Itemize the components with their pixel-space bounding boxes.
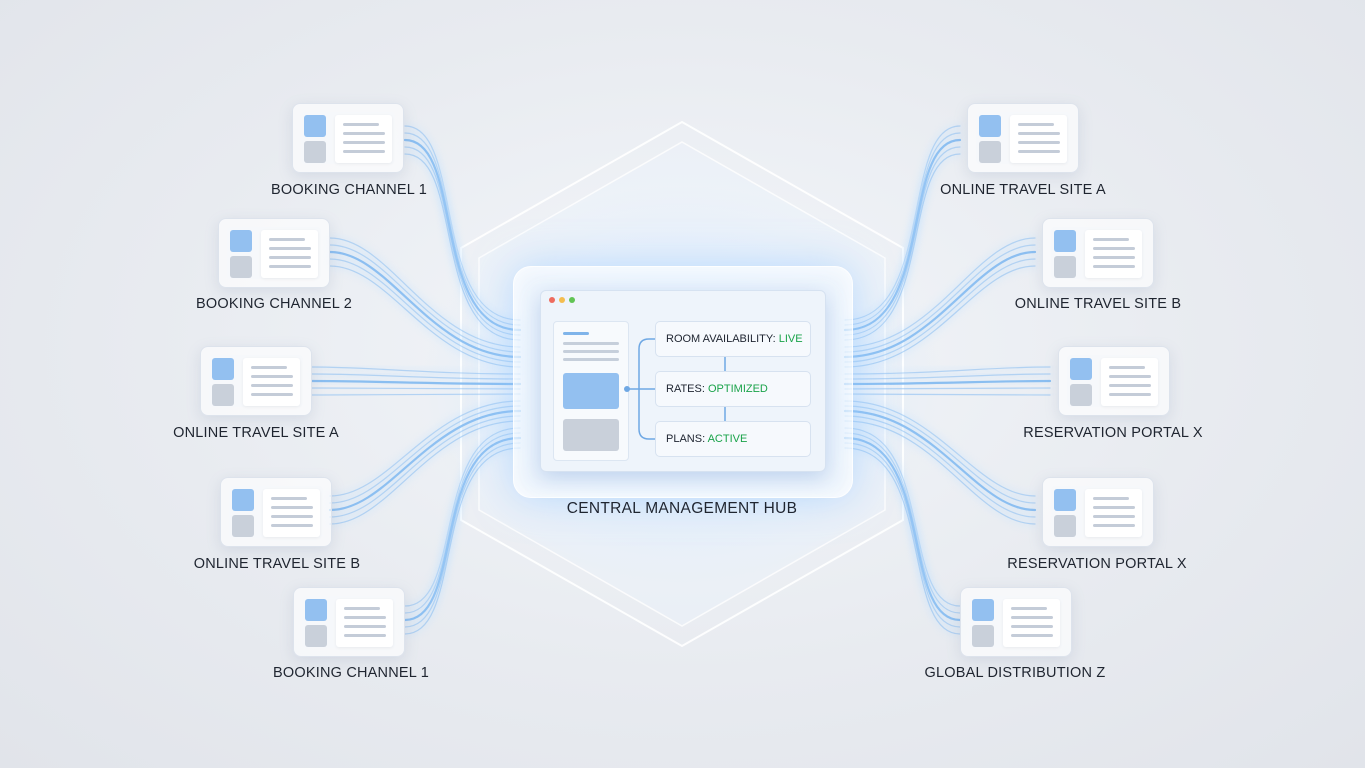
left-channel-label-2: BOOKING CHANNEL 2 — [196, 296, 352, 312]
left-flow-line — [311, 373, 521, 380]
left-flow-line — [404, 447, 521, 635]
window-maximize-dot[interactable] — [569, 297, 575, 303]
right-flow-line — [844, 258, 1036, 363]
left-flow-line — [329, 415, 521, 518]
left-channel-card-1[interactable] — [292, 103, 404, 173]
left-channel-card-2[interactable] — [218, 218, 330, 288]
right-flow-line — [843, 250, 1037, 359]
left-channel-label-3: ONLINE TRAVEL SITE A — [173, 425, 339, 441]
status-key: ROOM AVAILABILITY: — [666, 333, 776, 345]
left-flow-line — [329, 265, 521, 368]
left-flow-line — [329, 244, 521, 353]
sidebar-block-gray — [563, 419, 619, 451]
hub-sidebar-panel — [553, 321, 629, 461]
right-flow-line — [844, 153, 961, 341]
right-channel-label-4: RESERVATION PORTAL X — [1007, 556, 1187, 572]
flow-group — [309, 123, 1053, 637]
right-flow-line — [844, 400, 1036, 497]
right-channel-card-2[interactable] — [1042, 218, 1154, 288]
sidebar-line — [563, 342, 619, 345]
right-flow-line — [844, 405, 1036, 504]
left-channel-label-5: BOOKING CHANNEL 1 — [273, 665, 429, 681]
status-room-availability: ROOM AVAILABILITY: LIVE — [655, 321, 811, 357]
status-value: ACTIVE — [707, 433, 748, 445]
left-channel-card-4[interactable] — [220, 477, 332, 547]
window-minimize-dot[interactable] — [559, 297, 565, 303]
right-channel-card-1[interactable] — [967, 103, 1079, 173]
right-flow-line — [844, 237, 1036, 348]
hub-connector-lines — [624, 338, 726, 440]
left-flow-line — [311, 393, 521, 396]
window-close-dot[interactable] — [549, 297, 555, 303]
left-flow-line — [329, 400, 521, 497]
right-flow-line — [844, 265, 1036, 368]
right-flow-line — [844, 393, 1051, 396]
sidebar-line — [563, 332, 589, 335]
sidebar-line — [563, 358, 619, 361]
right-flow-line — [844, 244, 1036, 353]
hub-window: ROOM AVAILABILITY: LIVE RATES: OPTIMIZED… — [540, 290, 826, 472]
left-channel-label-4: ONLINE TRAVEL SITE B — [193, 556, 361, 572]
status-rates: RATES: OPTIMIZED — [655, 371, 811, 407]
right-flow-line — [844, 420, 1036, 525]
right-channel-card-4[interactable] — [1042, 477, 1154, 547]
status-key: RATES: — [666, 383, 705, 395]
right-flow-line — [844, 366, 1051, 375]
sidebar-block-blue — [563, 373, 619, 409]
status-value: LIVE — [778, 333, 803, 345]
hub-title: CENTRAL MANAGEMENT HUB — [566, 500, 798, 517]
left-flow-line — [329, 258, 521, 363]
right-flow-line — [844, 373, 1051, 380]
right-flow-line — [843, 409, 1037, 512]
status-value: OPTIMIZED — [707, 383, 768, 395]
left-flow-line — [328, 409, 522, 512]
right-flow-line — [844, 447, 961, 635]
left-flow-line — [311, 366, 521, 375]
right-channel-label-3: RESERVATION PORTAL X — [1023, 425, 1203, 441]
left-channel-card-5[interactable] — [293, 587, 405, 657]
right-channel-label-5: GLOBAL DISTRIBUTION Z — [924, 665, 1106, 681]
left-flow-line — [328, 250, 522, 359]
left-flow-line — [310, 379, 522, 386]
right-flow-line — [843, 379, 1052, 386]
right-flow-line — [844, 415, 1036, 518]
right-channel-label-2: ONLINE TRAVEL SITE B — [1014, 296, 1182, 312]
status-key: PLANS: — [666, 433, 706, 445]
left-channel-card-3[interactable] — [200, 346, 312, 416]
right-channel-card-5[interactable] — [960, 587, 1072, 657]
left-flow-line — [404, 153, 521, 341]
left-flow-line — [329, 420, 521, 525]
left-flow-line — [329, 405, 521, 504]
right-flow-line — [844, 387, 1051, 390]
right-channel-card-3[interactable] — [1058, 346, 1170, 416]
left-channel-label-1: BOOKING CHANNEL 1 — [271, 182, 427, 198]
left-flow-line — [311, 387, 521, 390]
hex-outer — [460, 120, 904, 648]
left-flow-line — [329, 237, 521, 348]
status-plans: PLANS: ACTIVE — [655, 421, 811, 457]
right-channel-label-1: ONLINE TRAVEL SITE A — [940, 182, 1106, 198]
sidebar-line — [563, 350, 619, 353]
